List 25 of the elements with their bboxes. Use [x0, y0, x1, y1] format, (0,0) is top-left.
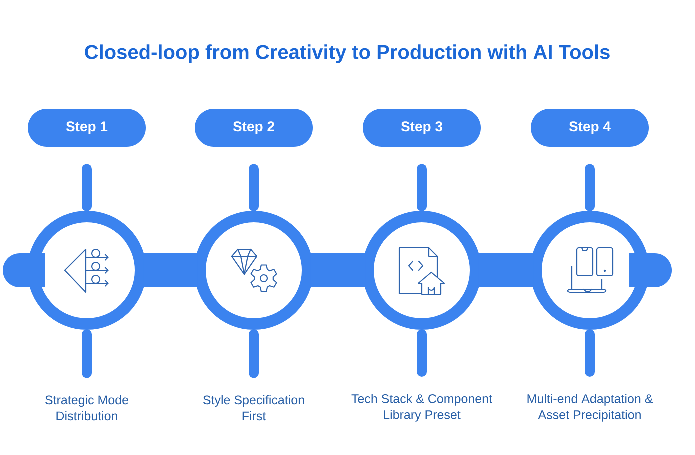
stem-line [82, 330, 92, 378]
stem-line [249, 330, 259, 378]
step-caption: Style Specification First [204, 395, 304, 421]
ring-circle [28, 211, 146, 330]
stem-line [82, 164, 92, 212]
timeline-bar [630, 254, 672, 288]
timeline-bar [310, 254, 366, 288]
step-caption: Multi-end Adaptation & Asset Precipitation [528, 394, 654, 422]
timeline-bar [144, 254, 198, 288]
step-caption: Strategic Mode Distribution [46, 395, 128, 421]
ring-circle [194, 211, 314, 330]
stem-line [249, 164, 259, 212]
ring-circle [362, 211, 482, 330]
step-pill: Step 2 [195, 109, 313, 147]
timeline-bar [478, 254, 534, 288]
stem-line [585, 164, 595, 212]
timeline-bar [3, 254, 46, 288]
stem-line [417, 330, 427, 377]
title: Closed-loop from Creativity to Production with AI Tools [85, 44, 610, 64]
stem-line [417, 164, 427, 212]
stem-line [585, 330, 595, 377]
step-pill: Step 1 [28, 109, 146, 147]
step-pill: Step 3 [363, 109, 481, 147]
step-pill: Step 4 [531, 109, 649, 147]
step-caption: Tech Stack & Component Library Preset [352, 394, 492, 422]
